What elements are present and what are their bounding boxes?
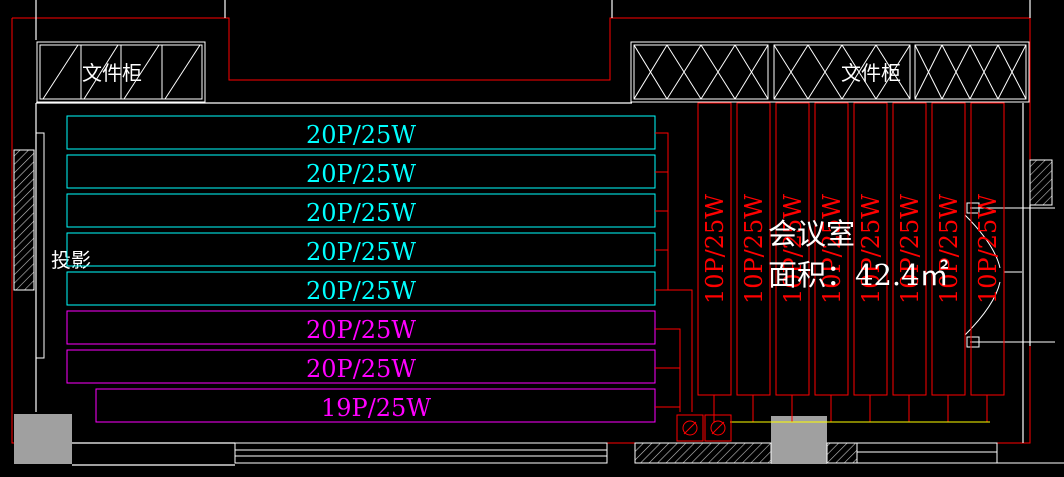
cabinet-left-diag-3 bbox=[123, 44, 160, 100]
cabinet-right-label: 文件柜 bbox=[841, 61, 901, 85]
door-arc-lower bbox=[964, 281, 1001, 336]
room-name: 会议室 bbox=[768, 217, 855, 251]
right-door-area bbox=[964, 159, 1055, 348]
cabinet-right-outer bbox=[630, 41, 1030, 103]
switch-slash-1 bbox=[683, 421, 697, 435]
vertical-row: 10P/25W bbox=[970, 102, 1005, 422]
horizontal-light-rows: 20P/25W 20P/25W 20P/25W 20P/25W 20P/25W 20P/2… bbox=[66, 115, 656, 423]
cabinet-right-x-3 bbox=[914, 44, 1027, 100]
cabinet-right-x-1 bbox=[633, 44, 769, 100]
cabinet-right-bay-3 bbox=[914, 44, 1027, 100]
cabinet-right: 文件柜 bbox=[630, 41, 1030, 103]
vertical-row: 10P/25W bbox=[892, 102, 927, 422]
horizontal-row: 20P/25W bbox=[66, 232, 656, 267]
horizontal-row: 20P/25W bbox=[66, 271, 656, 306]
cabinet-left-diag-2 bbox=[83, 44, 119, 100]
horizontal-row: 20P/25W bbox=[66, 193, 656, 228]
cabinet-left-diag-4 bbox=[164, 44, 201, 100]
column-bottom-right bbox=[771, 416, 827, 464]
horizontal-row: 20P/25W bbox=[66, 310, 656, 345]
cabinet-left: 文件柜 bbox=[36, 41, 206, 103]
cabinet-right-bay-1 bbox=[633, 44, 769, 100]
horizontal-row: 19P/25W bbox=[95, 388, 656, 423]
vertical-row: 10P/25W bbox=[697, 102, 732, 422]
horizontal-row: 20P/25W bbox=[66, 349, 656, 384]
bottom-window-right bbox=[856, 442, 998, 464]
projection-screen bbox=[13, 132, 45, 359]
cabinet-left-doors bbox=[42, 44, 201, 100]
switch-slash-2 bbox=[711, 421, 725, 435]
cabinet-left-diag-1 bbox=[42, 44, 79, 100]
horizontal-row-frame bbox=[95, 388, 656, 423]
projection-frame bbox=[35, 132, 45, 359]
horizontal-row-label: 20P/25W bbox=[306, 238, 416, 266]
vertical-light-rows: 10P/25W 10P/25W 10P/25W 10P/25W 10P/25W 10P/2… bbox=[697, 102, 1005, 422]
cabinet-left-label: 文件柜 bbox=[82, 61, 142, 85]
horizontal-row-frame bbox=[66, 310, 656, 345]
horizontal-row-label: 19P/25W bbox=[321, 394, 431, 422]
columns bbox=[14, 414, 827, 464]
projection-label: 投影 bbox=[51, 248, 91, 272]
switch-box-1 bbox=[676, 414, 704, 442]
horizontal-row-label: 20P/25W bbox=[306, 277, 416, 305]
vertical-row-label: 10P/25W bbox=[935, 194, 963, 304]
horizontal-row-frame bbox=[66, 349, 656, 384]
vertical-row: 10P/25W bbox=[775, 102, 810, 422]
column-bottom-left bbox=[14, 414, 72, 464]
bottom-window bbox=[234, 442, 608, 464]
horizontal-row-frame bbox=[66, 271, 656, 306]
right-hatch bbox=[1029, 159, 1053, 206]
vertical-row: 10P/25W bbox=[931, 102, 966, 422]
wiring-trunk bbox=[655, 289, 693, 412]
cabinet-right-crosses bbox=[633, 44, 1027, 100]
vertical-row-label: 10P/25W bbox=[896, 194, 924, 304]
vertical-row-label: 10P/25W bbox=[974, 194, 1002, 304]
vertical-row: 10P/25W bbox=[814, 102, 849, 422]
switch-symbol-2 bbox=[710, 420, 726, 436]
horizontal-row: 20P/25W bbox=[66, 154, 656, 189]
switch-symbol-1 bbox=[682, 420, 698, 436]
vertical-row-label: 10P/25W bbox=[740, 194, 768, 304]
row-wiring bbox=[655, 132, 693, 412]
vertical-row-label: 10P/25W bbox=[857, 194, 885, 304]
wiring-lower bbox=[655, 328, 681, 369]
horizontal-row-label: 20P/25W bbox=[306, 355, 416, 383]
vertical-row: 10P/25W bbox=[736, 102, 771, 422]
bottom-hatch-left bbox=[634, 442, 772, 464]
horizontal-row: 20P/25W bbox=[66, 115, 656, 150]
vertical-row-label: 10P/25W bbox=[818, 194, 846, 304]
cabinet-left-outer bbox=[36, 41, 206, 103]
door-hinge-lower bbox=[966, 336, 980, 348]
room-area: 面积：42.4㎡ bbox=[768, 258, 949, 292]
horizontal-row-label: 20P/25W bbox=[306, 199, 416, 227]
door-hinge-upper bbox=[966, 202, 980, 214]
vertical-row-label: 10P/25W bbox=[701, 194, 729, 304]
horizontal-row-label: 20P/25W bbox=[306, 316, 416, 344]
door-arc-upper bbox=[964, 214, 1001, 269]
cabinet-right-x-2 bbox=[773, 44, 911, 100]
horizontal-row-label: 20P/25W bbox=[306, 121, 416, 149]
switch-bus bbox=[676, 414, 990, 442]
projection-hatch bbox=[13, 149, 35, 291]
bottom-walls bbox=[234, 442, 1064, 464]
vertical-row: 10P/25W bbox=[853, 102, 888, 422]
bottom-hatch-right bbox=[826, 442, 858, 464]
horizontal-row-label: 20P/25W bbox=[306, 160, 416, 188]
vertical-row-label: 10P/25W bbox=[779, 194, 807, 304]
switch-box-2 bbox=[704, 414, 732, 442]
